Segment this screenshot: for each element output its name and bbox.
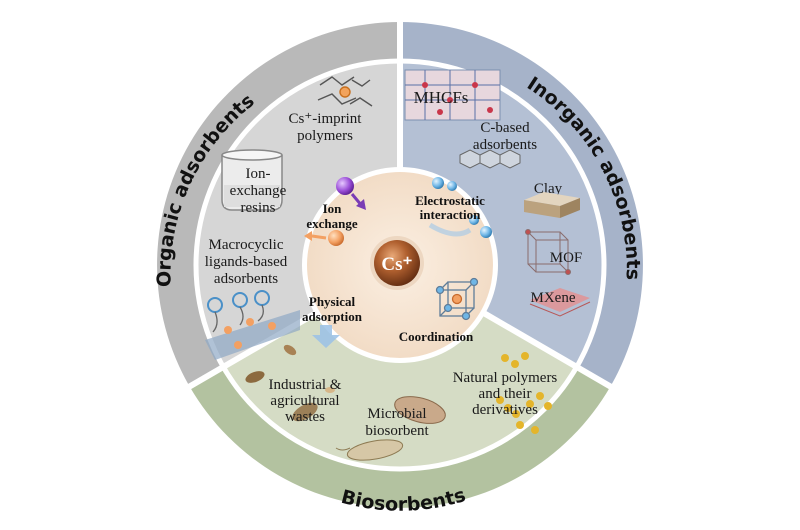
natural-polymer-beads-icon bbox=[496, 352, 552, 434]
mhcfs-label: MHCFs bbox=[414, 88, 469, 107]
bio-inner-ring bbox=[224, 313, 576, 468]
imprint-polymer-icon bbox=[317, 76, 373, 107]
clay-block-icon bbox=[524, 192, 580, 218]
mech-physical-1: Physical bbox=[309, 294, 356, 309]
industrial-label-2: agricultural bbox=[270, 393, 339, 409]
imprint-label-2: polymers bbox=[297, 128, 353, 144]
mxene-sheet-icon bbox=[529, 288, 591, 317]
cbased-label-2: adsorbents bbox=[473, 137, 537, 153]
mhcf-lattice-icon bbox=[404, 69, 501, 121]
mech-ion-exchange-1: Ion bbox=[323, 201, 343, 216]
mech-electrostatic-1: Electrostatic bbox=[415, 193, 485, 208]
ion-exchange-label-1: Ion- bbox=[246, 166, 271, 182]
beaker-icon bbox=[221, 149, 283, 211]
natural-label-1: Natural polymers bbox=[453, 370, 558, 386]
macrocycle-surface-icon bbox=[205, 290, 300, 360]
coordination-crystal-icon bbox=[435, 277, 479, 321]
macro-label-2: ligands-based bbox=[205, 254, 288, 270]
mech-electrostatic-2: interaction bbox=[420, 207, 481, 222]
cs-core bbox=[370, 236, 424, 290]
microbial-label-1: Microbial bbox=[367, 406, 426, 422]
mof-structure-icon bbox=[525, 229, 571, 275]
natural-label-3: derivatives bbox=[472, 402, 538, 418]
mech-coordination: Coordination bbox=[399, 329, 474, 344]
microbial-label-2: biosorbent bbox=[365, 423, 429, 439]
cbased-label-1: C-based bbox=[480, 120, 530, 136]
physical-adsorption-icon bbox=[312, 325, 340, 348]
mof-label: MOF bbox=[550, 250, 583, 266]
mech-physical-2: adsorption bbox=[302, 309, 363, 324]
leaf-waste-icon bbox=[245, 344, 335, 422]
electrostatic-icon bbox=[428, 177, 492, 238]
ion-exchange-label-2: exchange bbox=[230, 183, 287, 199]
organic-inner-ring bbox=[197, 62, 400, 367]
ion-exchange-label-3: resins bbox=[241, 200, 276, 216]
graphene-icon bbox=[459, 149, 521, 169]
inorganic-outer-ring bbox=[400, 22, 643, 387]
inorganic-inner-ring bbox=[400, 62, 603, 367]
mech-ion-exchange-2: exchange bbox=[306, 216, 358, 231]
organic-outer-ring bbox=[157, 22, 400, 387]
macro-label-1: Macrocyclic bbox=[209, 237, 284, 253]
industrial-label-3: wastes bbox=[285, 409, 325, 425]
microbe-icon bbox=[335, 396, 446, 461]
divider-right bbox=[480, 309, 615, 391]
imprint-label-1: Cs⁺-imprint bbox=[289, 111, 363, 127]
cs-core-label: Cs⁺ bbox=[381, 254, 412, 275]
clay-label: Clay bbox=[534, 181, 563, 197]
ion-exchange-icon bbox=[304, 177, 366, 246]
mxene-label: MXene bbox=[531, 290, 576, 306]
natural-label-2: and their bbox=[479, 386, 532, 402]
industrial-label-1: Industrial & bbox=[269, 377, 342, 393]
macro-label-3: adsorbents bbox=[214, 271, 278, 287]
bio-outer-ring bbox=[189, 367, 611, 508]
